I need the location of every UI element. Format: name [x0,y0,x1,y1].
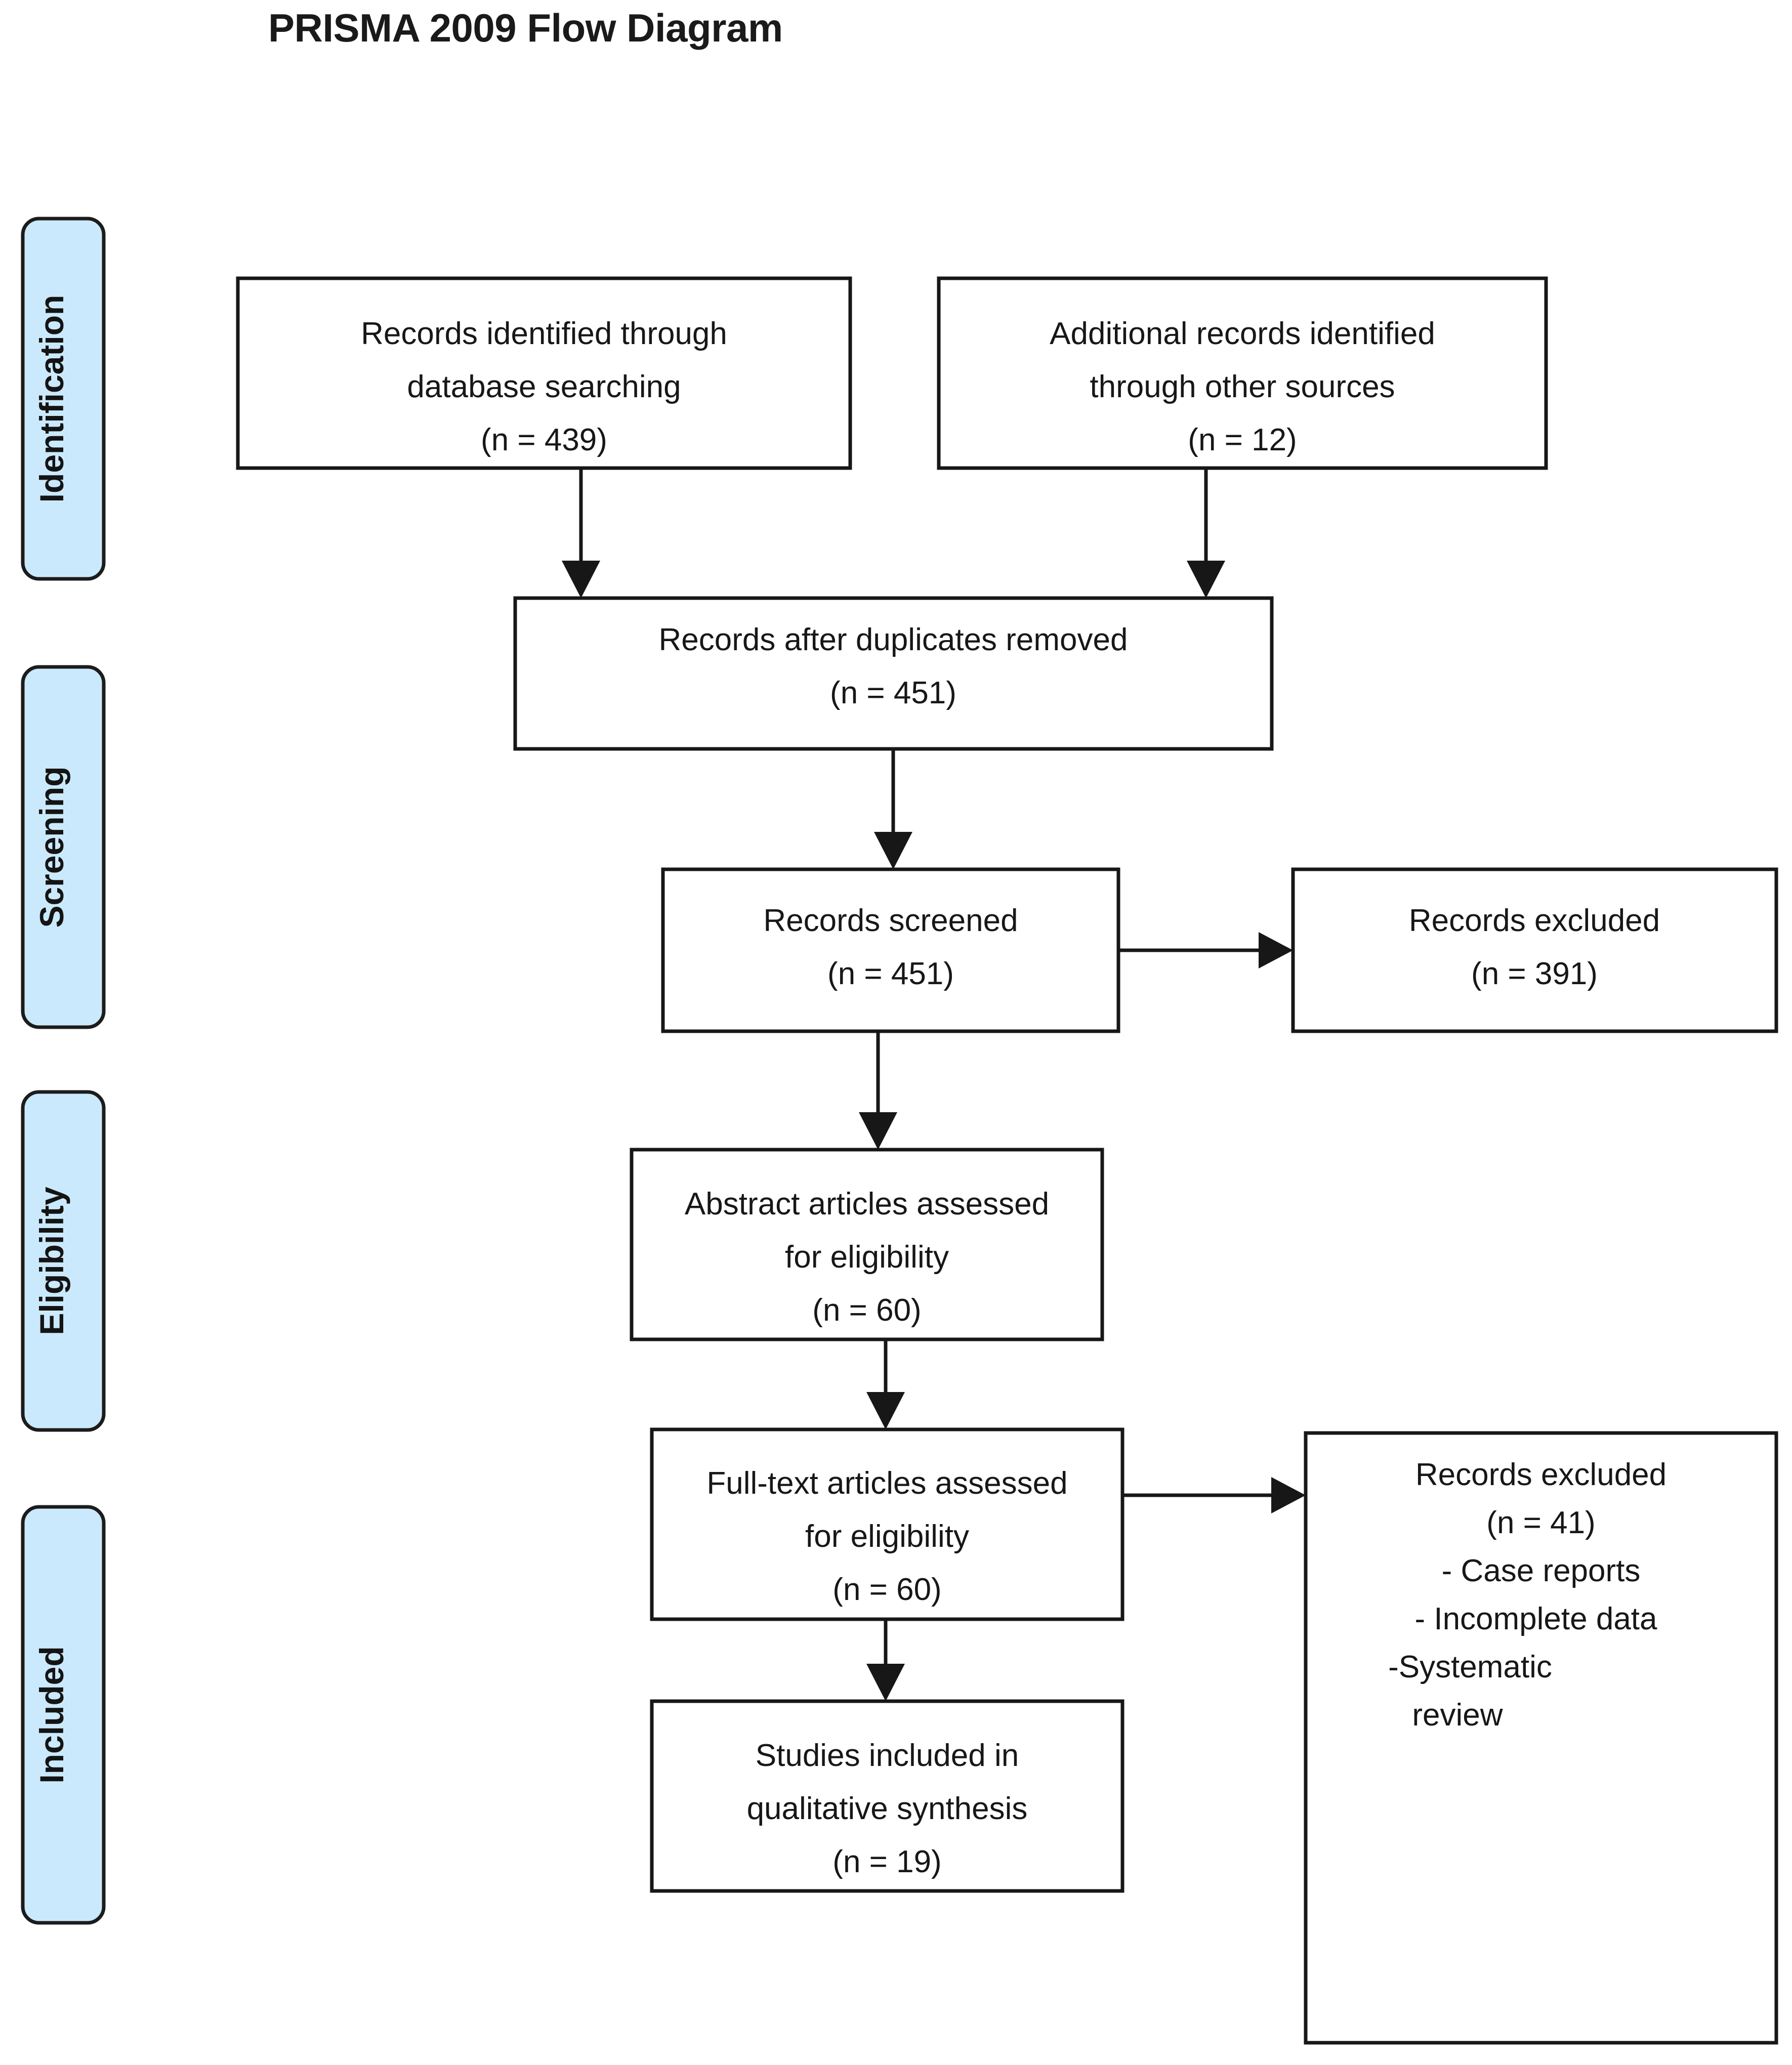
box-records-screened-line-2: (n = 451) [827,956,954,991]
stage-label-identification: Identification [21,217,106,581]
box-studies-included-rect [650,1699,1124,1893]
box-records-screened-line-1: Records screened [763,903,1018,938]
box-other-sources-line-3: (n = 12) [1188,423,1297,457]
box-fulltext-assessed-rect [650,1427,1124,1621]
box-records-excluded-eligibility-rect [1304,1431,1778,2045]
box-abstract-assessed-line-2: for eligibility [785,1240,949,1275]
arrow-duplicates-to-records-screened [874,749,912,869]
box-fulltext-assessed: Full-text articles assessed for eligibil… [650,1427,1124,1621]
box-fulltext-assessed-line-1: Full-text articles assessed [706,1466,1067,1501]
stage-box-included [21,1505,106,1925]
box-studies-included-line-1: Studies included in [756,1738,1019,1773]
box-other-sources-rect [937,276,1548,470]
stage-label-eligibility: Eligibility [21,1090,106,1432]
box-database-search-line-1: Records identified through [361,316,727,351]
arrow-records-screened-to-abstract [859,1031,897,1150]
box-studies-included-line-3: (n = 19) [832,1844,941,1879]
box-other-sources: Additional records identified through ot… [937,276,1548,470]
box-records-excluded-eligibility-line-3: - Case reports [1442,1553,1641,1588]
box-abstract-assessed-line-1: Abstract articles assessed [685,1187,1049,1221]
box-records-excluded-screening: Records excluded (n = 391) [1291,867,1778,1033]
arrow-records-screened-to-excluded [1118,932,1293,968]
box-duplicates-removed-line-1: Records after duplicates removed [658,622,1128,657]
box-records-excluded-eligibility-line-2: (n = 41) [1486,1505,1595,1540]
page-title: PRISMA 2009 Flow Diagram [268,6,783,50]
box-records-excluded-eligibility-line-6: review [1412,1698,1503,1733]
box-other-sources-line-1: Additional records identified [1050,316,1435,351]
box-abstract-assessed-line-3: (n = 60) [812,1293,921,1328]
arrow-fulltext-to-studies-included [866,1619,905,1701]
stage-box-identification [21,217,106,581]
box-records-screened: Records screened (n = 451) [661,867,1120,1033]
stage-box-screening [21,665,106,1029]
box-duplicates-removed: Records after duplicates removed (n = 45… [513,596,1274,751]
arrow-other-sources-to-duplicates [1187,468,1225,598]
box-fulltext-assessed-line-2: for eligibility [805,1519,969,1554]
box-database-search-line-2: database searching [407,369,681,404]
box-duplicates-removed-rect [513,596,1274,751]
box-abstract-assessed: Abstract articles assessed for eligibili… [630,1148,1104,1341]
box-records-excluded-eligibility: Records excluded (n = 41) - Case reports… [1304,1431,1778,2045]
box-records-excluded-screening-line-2: (n = 391) [1471,956,1598,991]
box-database-search-line-3: (n = 439) [481,423,607,457]
box-records-excluded-screening-line-1: Records excluded [1409,903,1660,938]
box-duplicates-removed-line-2: (n = 451) [830,676,956,710]
box-records-screened-rect [661,867,1120,1033]
box-database-search-rect [236,276,852,470]
box-records-excluded-screening-rect [1291,867,1778,1033]
stage-label-screening: Screening [21,665,106,1029]
box-abstract-assessed-rect [630,1148,1104,1341]
box-other-sources-line-2: through other sources [1090,369,1395,404]
stage-label-included: Included [21,1505,106,1925]
box-studies-included-line-2: qualitative synthesis [747,1791,1028,1826]
stage-text-screening: Screening [33,766,70,928]
box-database-search: Records identified through database sear… [236,276,852,470]
box-studies-included: Studies included in qualitative synthesi… [650,1699,1124,1893]
stage-text-identification: Identification [33,295,70,503]
box-records-excluded-eligibility-line-5: -Systematic [1388,1650,1552,1684]
stage-text-included: Included [33,1646,70,1783]
stage-box-eligibility [21,1090,106,1432]
box-records-excluded-eligibility-line-1: Records excluded [1415,1457,1666,1492]
stage-text-eligibility: Eligibility [33,1187,70,1335]
box-fulltext-assessed-line-3: (n = 60) [832,1572,941,1607]
arrow-fulltext-to-excluded [1122,1477,1306,1513]
arrow-database-search-to-duplicates [562,468,600,598]
arrow-abstract-to-fulltext [866,1339,905,1429]
box-records-excluded-eligibility-line-4: - Incomplete data [1414,1602,1657,1636]
